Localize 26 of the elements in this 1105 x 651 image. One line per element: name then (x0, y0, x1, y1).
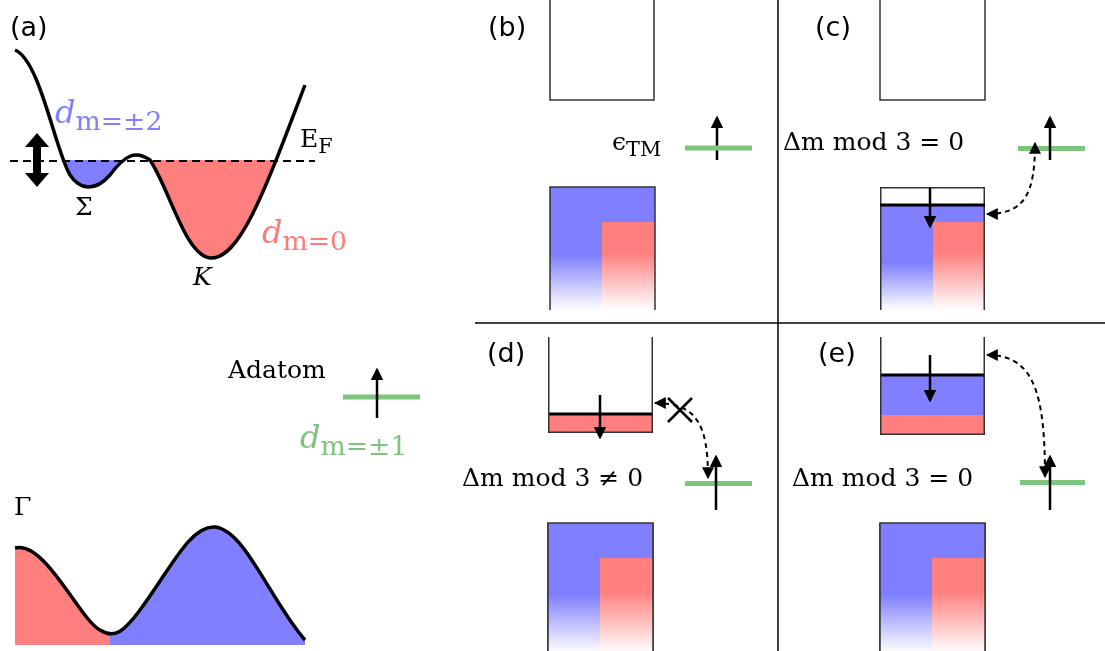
math-label: d$_{m=±2}$ (55, 95, 163, 136)
math-label: d$_{m=±1}$ (300, 420, 408, 461)
math-label: Σ (75, 193, 93, 221)
energy-level (1018, 146, 1085, 151)
text-label: Adatom (228, 356, 326, 384)
band-filling-box (880, 337, 985, 435)
dashed-arrow (653, 397, 714, 480)
math-label: Δm mod 3 = 0 (792, 464, 974, 492)
band-filling-box (880, 187, 985, 310)
panel-label: (e) (818, 338, 856, 368)
band-filling-box (548, 337, 653, 433)
math-label: d$_{m=0}$ (262, 215, 348, 256)
panel-label: (d) (487, 338, 526, 368)
panel-label: (b) (488, 12, 527, 42)
math-label: Δm mod 3 = 0 (783, 128, 965, 156)
dashed-arrow (985, 141, 1041, 220)
panel-label: (a) (10, 12, 48, 42)
math-label: K (193, 263, 212, 291)
dashed-arrow (985, 349, 1051, 479)
math-label: Δm mod 3 ≠ 0 (462, 464, 644, 492)
energy-level (685, 481, 752, 486)
math-label: ϵ$_{TM}$ (612, 128, 662, 161)
math-label: Γ (14, 493, 32, 521)
panel-label: (c) (815, 12, 851, 42)
energy-level (1020, 480, 1085, 485)
math-label: E$_{F}$ (300, 125, 333, 158)
